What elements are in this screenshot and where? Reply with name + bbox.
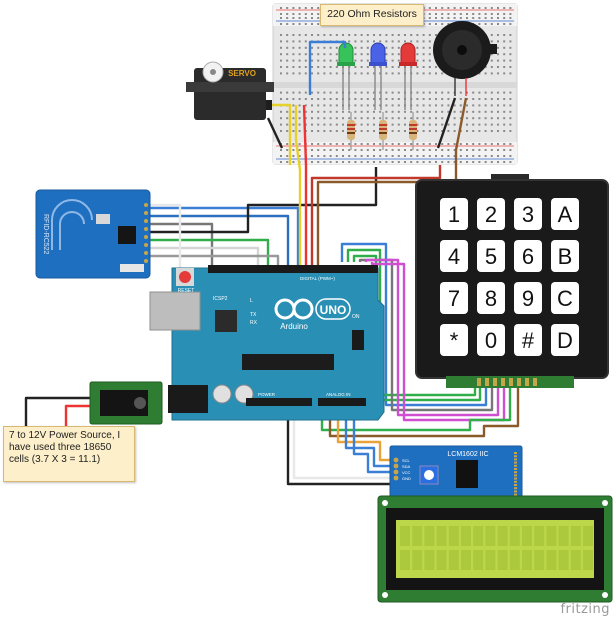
keypad-key[interactable] — [440, 198, 468, 230]
keypad-key[interactable] — [514, 324, 542, 356]
resistors-note: 220 Ohm Resistors — [320, 4, 424, 26]
resistor-2 — [379, 112, 387, 150]
red-led — [399, 42, 417, 110]
keypad-key[interactable] — [477, 240, 505, 272]
tx-label: TX — [250, 312, 257, 318]
keypad-key-label: A — [558, 202, 573, 227]
keypad-key[interactable] — [514, 198, 542, 230]
keypad-key[interactable] — [440, 282, 468, 314]
i2c-pin-vcc: VCC — [402, 470, 411, 475]
keypad-key[interactable] — [514, 282, 542, 314]
fritzing-logo: fritzing — [560, 602, 610, 617]
keypad-key[interactable] — [440, 240, 468, 272]
keypad-key-label: 2 — [485, 202, 497, 227]
keypad-key-label: 3 — [522, 202, 534, 227]
keypad-key-label: D — [557, 328, 573, 353]
keypad-key[interactable] — [477, 198, 505, 230]
power-label: POWER — [258, 392, 276, 397]
keypad-key[interactable] — [551, 240, 579, 272]
buzzer — [433, 21, 497, 96]
blue-led — [369, 42, 387, 110]
keypad-key-label: 9 — [522, 286, 534, 311]
servo-motor: SERVO — [186, 61, 274, 120]
keypad-key-label: C — [557, 286, 573, 311]
keypad-key[interactable] — [477, 324, 505, 356]
on-label: ON — [352, 314, 360, 320]
green-led — [337, 42, 355, 110]
i2c-label: LCM1602 IIC — [447, 451, 488, 458]
keypad-key-label: 6 — [522, 244, 534, 269]
i2c-pin-sda: SDA — [402, 464, 411, 469]
keypad-key[interactable] — [551, 324, 579, 356]
servo-label: SERVO — [228, 69, 256, 78]
keypad-key-label: 5 — [485, 244, 497, 269]
icsp-label: ICSP2 — [213, 296, 228, 302]
resistor-1 — [347, 112, 355, 150]
keypad-key-label: 1 — [448, 202, 460, 227]
keypad-key[interactable] — [477, 282, 505, 314]
l-label: L — [250, 298, 253, 304]
rfid-label: RFID-RC522 — [42, 214, 49, 255]
rfid-module: RFID-RC522 — [35, 189, 151, 279]
analog-label: ANALOG IN — [326, 392, 351, 397]
arduino-uno-board: UNO Arduino RESET ICSP2 L TX RX ON DIGIT… — [149, 265, 385, 421]
keypad-key[interactable] — [551, 282, 579, 314]
keypad-key-label: 8 — [485, 286, 497, 311]
reset-label: RESET — [178, 288, 195, 294]
lcd-16x2-display — [377, 495, 613, 603]
keypad-key-label: * — [450, 328, 459, 353]
rx-label: RX — [250, 320, 258, 326]
resistor-3 — [409, 112, 417, 150]
keypad-key-label: 4 — [448, 244, 460, 269]
i2c-pin-scl: SCL — [402, 458, 411, 463]
arduino-model: UNO — [320, 303, 347, 317]
power-jack — [89, 381, 163, 425]
keypad-key-label: # — [522, 328, 535, 353]
keypad-key-label: 7 — [448, 286, 460, 311]
arduino-brand: Arduino — [280, 322, 308, 331]
power-source-note: 7 to 12V Power Source, I have used three… — [3, 426, 135, 482]
keypad-key[interactable] — [551, 198, 579, 230]
digital-label: DIGITAL (PWM~) — [300, 276, 335, 281]
keypad-key-label: 0 — [485, 328, 497, 353]
keypad-key[interactable] — [514, 240, 542, 272]
keypad-key-label: B — [558, 244, 573, 269]
keypad-key[interactable] — [440, 324, 468, 356]
i2c-pin-gnd: GND — [402, 476, 411, 481]
